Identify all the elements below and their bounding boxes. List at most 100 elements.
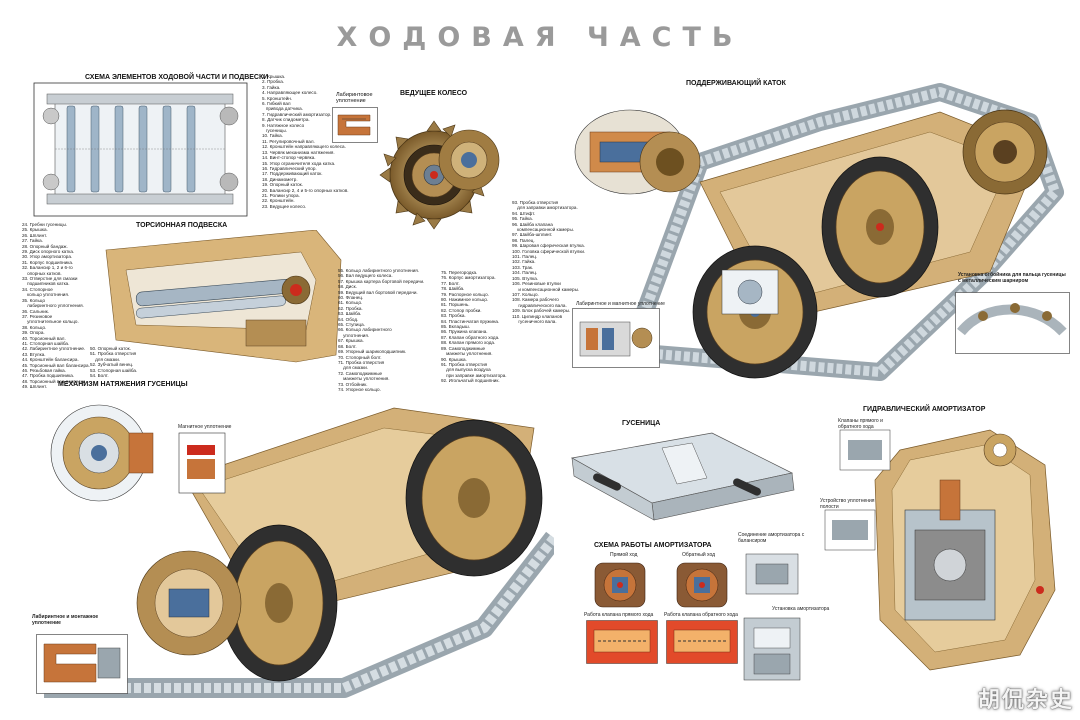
parts-list-item: 51. Пробка отверстия (90, 351, 137, 357)
parts-list-item: 4. Направляющее колесо. (262, 90, 318, 96)
parts-list-item: 104. Палец. (512, 270, 538, 276)
parts-list-item: 105. Втулка. (512, 275, 539, 281)
parts-list-item: 77. Болт. (441, 280, 460, 286)
road-wheels-assembly (574, 83, 1064, 381)
parts-list-item: 97. Шайба-шплинт. (512, 232, 553, 238)
parts-list-item: 34. Стопорное (22, 286, 53, 292)
parts-list-item: манжеты уплотнения. (338, 376, 390, 382)
parts-list-item: 1. Крышка. (262, 74, 286, 79)
parts-list-item: 107. Кольцо. (512, 291, 539, 297)
parts-list-item: 24. Гребни гусеницы. (22, 222, 68, 227)
parts-list-item: 27. Гайка. (22, 238, 43, 244)
watermark: 胡侃杂史 (977, 688, 1074, 713)
parts-list-item: 2. Пробка. (262, 79, 285, 85)
parts-list-item: 31. Корпус подшипника. (22, 259, 74, 265)
parts-list-item: 110. Цилиндр клапанов (512, 313, 563, 319)
parts-list-item: привода датчика. (262, 106, 303, 112)
parts-list-3: 50. Опорный каток.51. Пробка отверстия д… (90, 346, 137, 378)
parts-list-item: 42. Лабиринтное уплотнение. (22, 346, 86, 352)
parts-list-item: 84. Пластинчатая пружина. (441, 318, 500, 324)
parts-list-item: 47. Пробка подшипника. (22, 373, 75, 379)
parts-list-item: 94. Штифт. (512, 210, 536, 216)
parts-list-item: уплотнения. (338, 332, 370, 338)
parts-list-item: 18. Динамометр. (262, 176, 298, 182)
parts-list-item: 3. Гайка. (262, 84, 281, 90)
track-pin-limiter-inset (955, 292, 1070, 354)
parts-list-item: гидравлического вала. (512, 302, 567, 308)
parts-list-item: 45. Торсионный вал балансира. (22, 362, 90, 368)
parts-list-item: 38. Кольцо. (22, 324, 47, 330)
parts-list-4: 55. Кольцо лабиринтного уплотнения.56. В… (338, 268, 424, 392)
labyrinth-mount-inset (36, 634, 128, 694)
parts-list-item: 10. Гайка. (262, 133, 283, 139)
reverse-valve-diagram (666, 620, 738, 664)
shock-reverse-stroke (676, 562, 728, 608)
reverse-valve-label: Работа клапана обратного хода (664, 612, 738, 618)
track-link-illustration (570, 432, 795, 521)
parts-list-item: 46. Резьбовая гайка. (22, 367, 67, 373)
valves-heading: Клапаны прямого и обратного хода (838, 418, 883, 430)
parts-list-item: 29. Диск опорного катка. (22, 249, 75, 255)
parts-list-item: и компенсационной камеры. (512, 286, 580, 292)
parts-list-item: 37. Резиновое (22, 313, 53, 319)
parts-list-item: 56. Вал ведущего колеса. (338, 273, 393, 279)
parts-list-item: 23. Ведущее колесо. (262, 203, 307, 209)
parts-list-item: 32. Балансир 1, 2 и 6-го (22, 265, 73, 271)
parts-list-item: 15. Упор ограничителя хода катка. (262, 160, 336, 166)
parts-list-item: 5. Кронштейн. (262, 95, 293, 101)
parts-list-item: 52. Зубчатый венец. (90, 362, 134, 368)
parts-list-item: 75. Перегородка. (441, 270, 478, 275)
parts-list-item: 48. Торсионный вал подвески. (22, 378, 87, 384)
parts-list-item: 41. Стопорная шайба. (22, 340, 70, 346)
parts-list-item: 54. Болт. (90, 373, 109, 379)
parts-list-6: 93. Пробка отверстия для заправки аморти… (512, 200, 585, 324)
parts-list-item: 88. Клапан прямого хода. (441, 340, 496, 346)
forward-valve-label: Работа клапана прямого хода (584, 612, 654, 618)
parts-list-item: 65. Ступица. (338, 322, 365, 328)
labyrinth-heading: Лабиринтовое уплотнение (336, 92, 373, 104)
parts-list-1: 1. Крышка.2. Пробка.3. Гайка.4. Направля… (262, 74, 349, 209)
parts-list-item: 28. Опорный бандаж. (22, 243, 68, 249)
parts-list-item: 79. Распорное кольцо. (441, 291, 489, 297)
parts-list-item: 49. Шплинт. (22, 384, 48, 390)
parts-list-item: для заправки амортизатора. (512, 205, 578, 211)
hydraulic-shock-illustration (824, 429, 1056, 671)
forward-stroke-label: Прямой ход (610, 552, 638, 558)
parts-list-item: для выпуска воздуха (441, 367, 491, 373)
parts-list-item: 26. Шплинт. (22, 232, 48, 238)
parts-list-item: компенсационной камеры. (512, 227, 575, 233)
parts-list-item: 6. Гибкий вал (262, 101, 291, 107)
parts-list-item: 33. Отверстие для смазки (22, 276, 78, 282)
parts-list-item: 92. Игольчатый подшипник. (441, 378, 500, 384)
shock-mount-diagram (743, 617, 801, 681)
parts-list-item: 36. Сальник. (22, 308, 50, 314)
parts-list-item: манжеты уплотнения. (441, 351, 493, 357)
parts-list-item: 8. Датчик спидометра. (262, 117, 310, 123)
parts-list-item: подшипников катка. (22, 281, 70, 287)
parts-list-5: 75. Перегородка.76. Корпус амортизатора.… (441, 270, 507, 384)
parts-list-item: 19. Опорный каток. (262, 182, 303, 188)
track-heading: ГУСЕНИЦА (622, 420, 661, 427)
shock-mount-heading: Установка амортизатора (772, 606, 830, 612)
parts-list-item: 101. Палец. (512, 254, 538, 260)
tension-mechanism-assembly (44, 404, 554, 698)
parts-list-item: 85. Вкладыш. (441, 324, 470, 330)
parts-list-item: лабиринтного уплотнения. (22, 303, 84, 309)
parts-list-item: 62. Пробка. (338, 305, 363, 311)
parts-list-item: уплотнительное кольцо. (22, 319, 79, 325)
parts-list-item: 87. Клапан обратного хода. (441, 334, 500, 340)
parts-list-item: 91. Пробка отверстия (441, 361, 488, 367)
labyrinth-magnetic-inset (572, 308, 660, 368)
scheme-heading: СХЕМА ЭЛЕМЕНТОВ ХОДОВОЙ ЧАСТИ И ПОДВЕСКИ (85, 74, 269, 81)
parts-list-item: 43. Втулка. (22, 351, 46, 357)
parts-list-item: 12. Кронштейн направляющего колеса. (262, 144, 346, 150)
parts-list-item: 73. Отбойник. (338, 381, 368, 387)
parts-list-item: 7. Гидравлический амортизатор. (262, 111, 332, 117)
parts-list-item: 21. Ролики упора. (262, 192, 300, 198)
parts-list-item: 81. Поршень. (441, 302, 470, 308)
reverse-stroke-label: Обратный ход (682, 552, 716, 558)
forward-valve-diagram (586, 620, 658, 664)
parts-list-item: 16. Гидравлический упор. (262, 165, 317, 171)
page-title: ХОДОВАЯ ЧАСТЬ (336, 22, 744, 53)
parts-list-item: 69. Упорный шарикоподшипник. (338, 349, 407, 355)
